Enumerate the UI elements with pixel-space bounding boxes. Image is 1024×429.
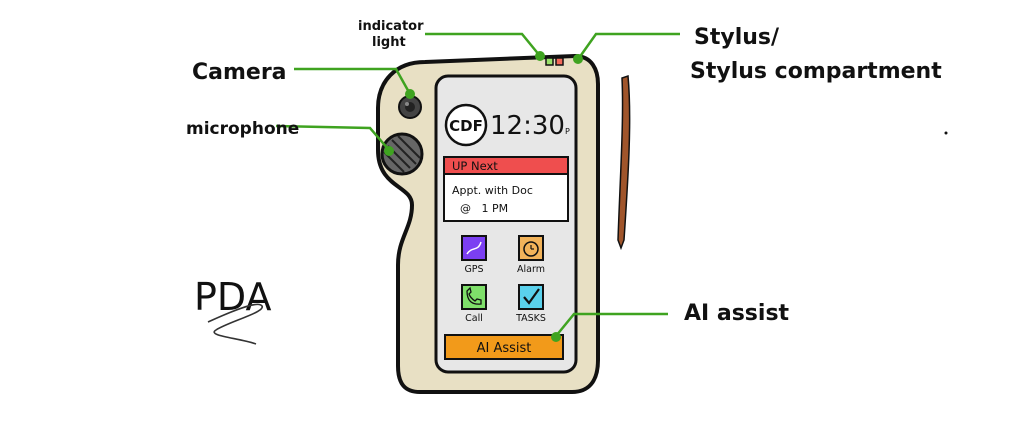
cdf-logo [444,103,488,147]
callout-lines [275,32,680,342]
stylus-callout [577,32,680,59]
speck [944,131,948,135]
phone-icon [461,284,487,310]
gps-app[interactable]: GPS [461,235,487,275]
gps-label: GPS [464,264,483,275]
alarm-app[interactable]: Alarm [517,235,545,275]
clock-suffix: P [565,127,570,136]
stylus [617,74,631,251]
appointment-title: Appt. with Doc [452,184,533,197]
pda-title: PDA [194,275,272,319]
camera-label: Camera [192,60,287,85]
appointment-time: @ 1 PM [460,202,508,215]
up-next-card[interactable]: UP Next Appt. with Doc @ 1 PM [443,156,569,222]
cdf-logo-text: CDF [449,117,483,135]
stylus-label-line1: Stylus/ [694,25,780,50]
pda-screen: CDF 12:30 P UP Next Appt. with Doc @ 1 P… [434,74,578,374]
microphone-label: microphone [186,119,299,139]
up-next-header: UP Next [452,159,498,173]
gps-icon [461,235,487,261]
ai-assist-button-label: AI Assist [477,341,532,356]
checkmark-icon [518,284,544,310]
alarm-label: Alarm [517,264,545,275]
microphone-callout [275,124,390,151]
indicator-label-line2: light [372,35,406,50]
camera-callout [294,67,412,95]
indicator-lights [545,57,564,66]
tasks-app[interactable]: TASKS [515,284,546,324]
ai-assist-button[interactable]: AI Assist [444,334,564,360]
camera-lens [398,95,422,119]
stylus-label-line2: Stylus compartment [690,59,942,84]
clock-time: 12:30 [490,111,565,141]
ai-assist-callout [555,312,668,337]
call-app[interactable]: Call [461,284,487,324]
pda-squiggle [207,303,263,345]
ai-assist-label: AI assist [684,301,790,326]
indicator-label-line1: indicator [358,19,424,34]
indicator-callout [425,32,541,57]
tasks-label: TASKS [515,313,546,324]
call-label: Call [465,313,483,324]
